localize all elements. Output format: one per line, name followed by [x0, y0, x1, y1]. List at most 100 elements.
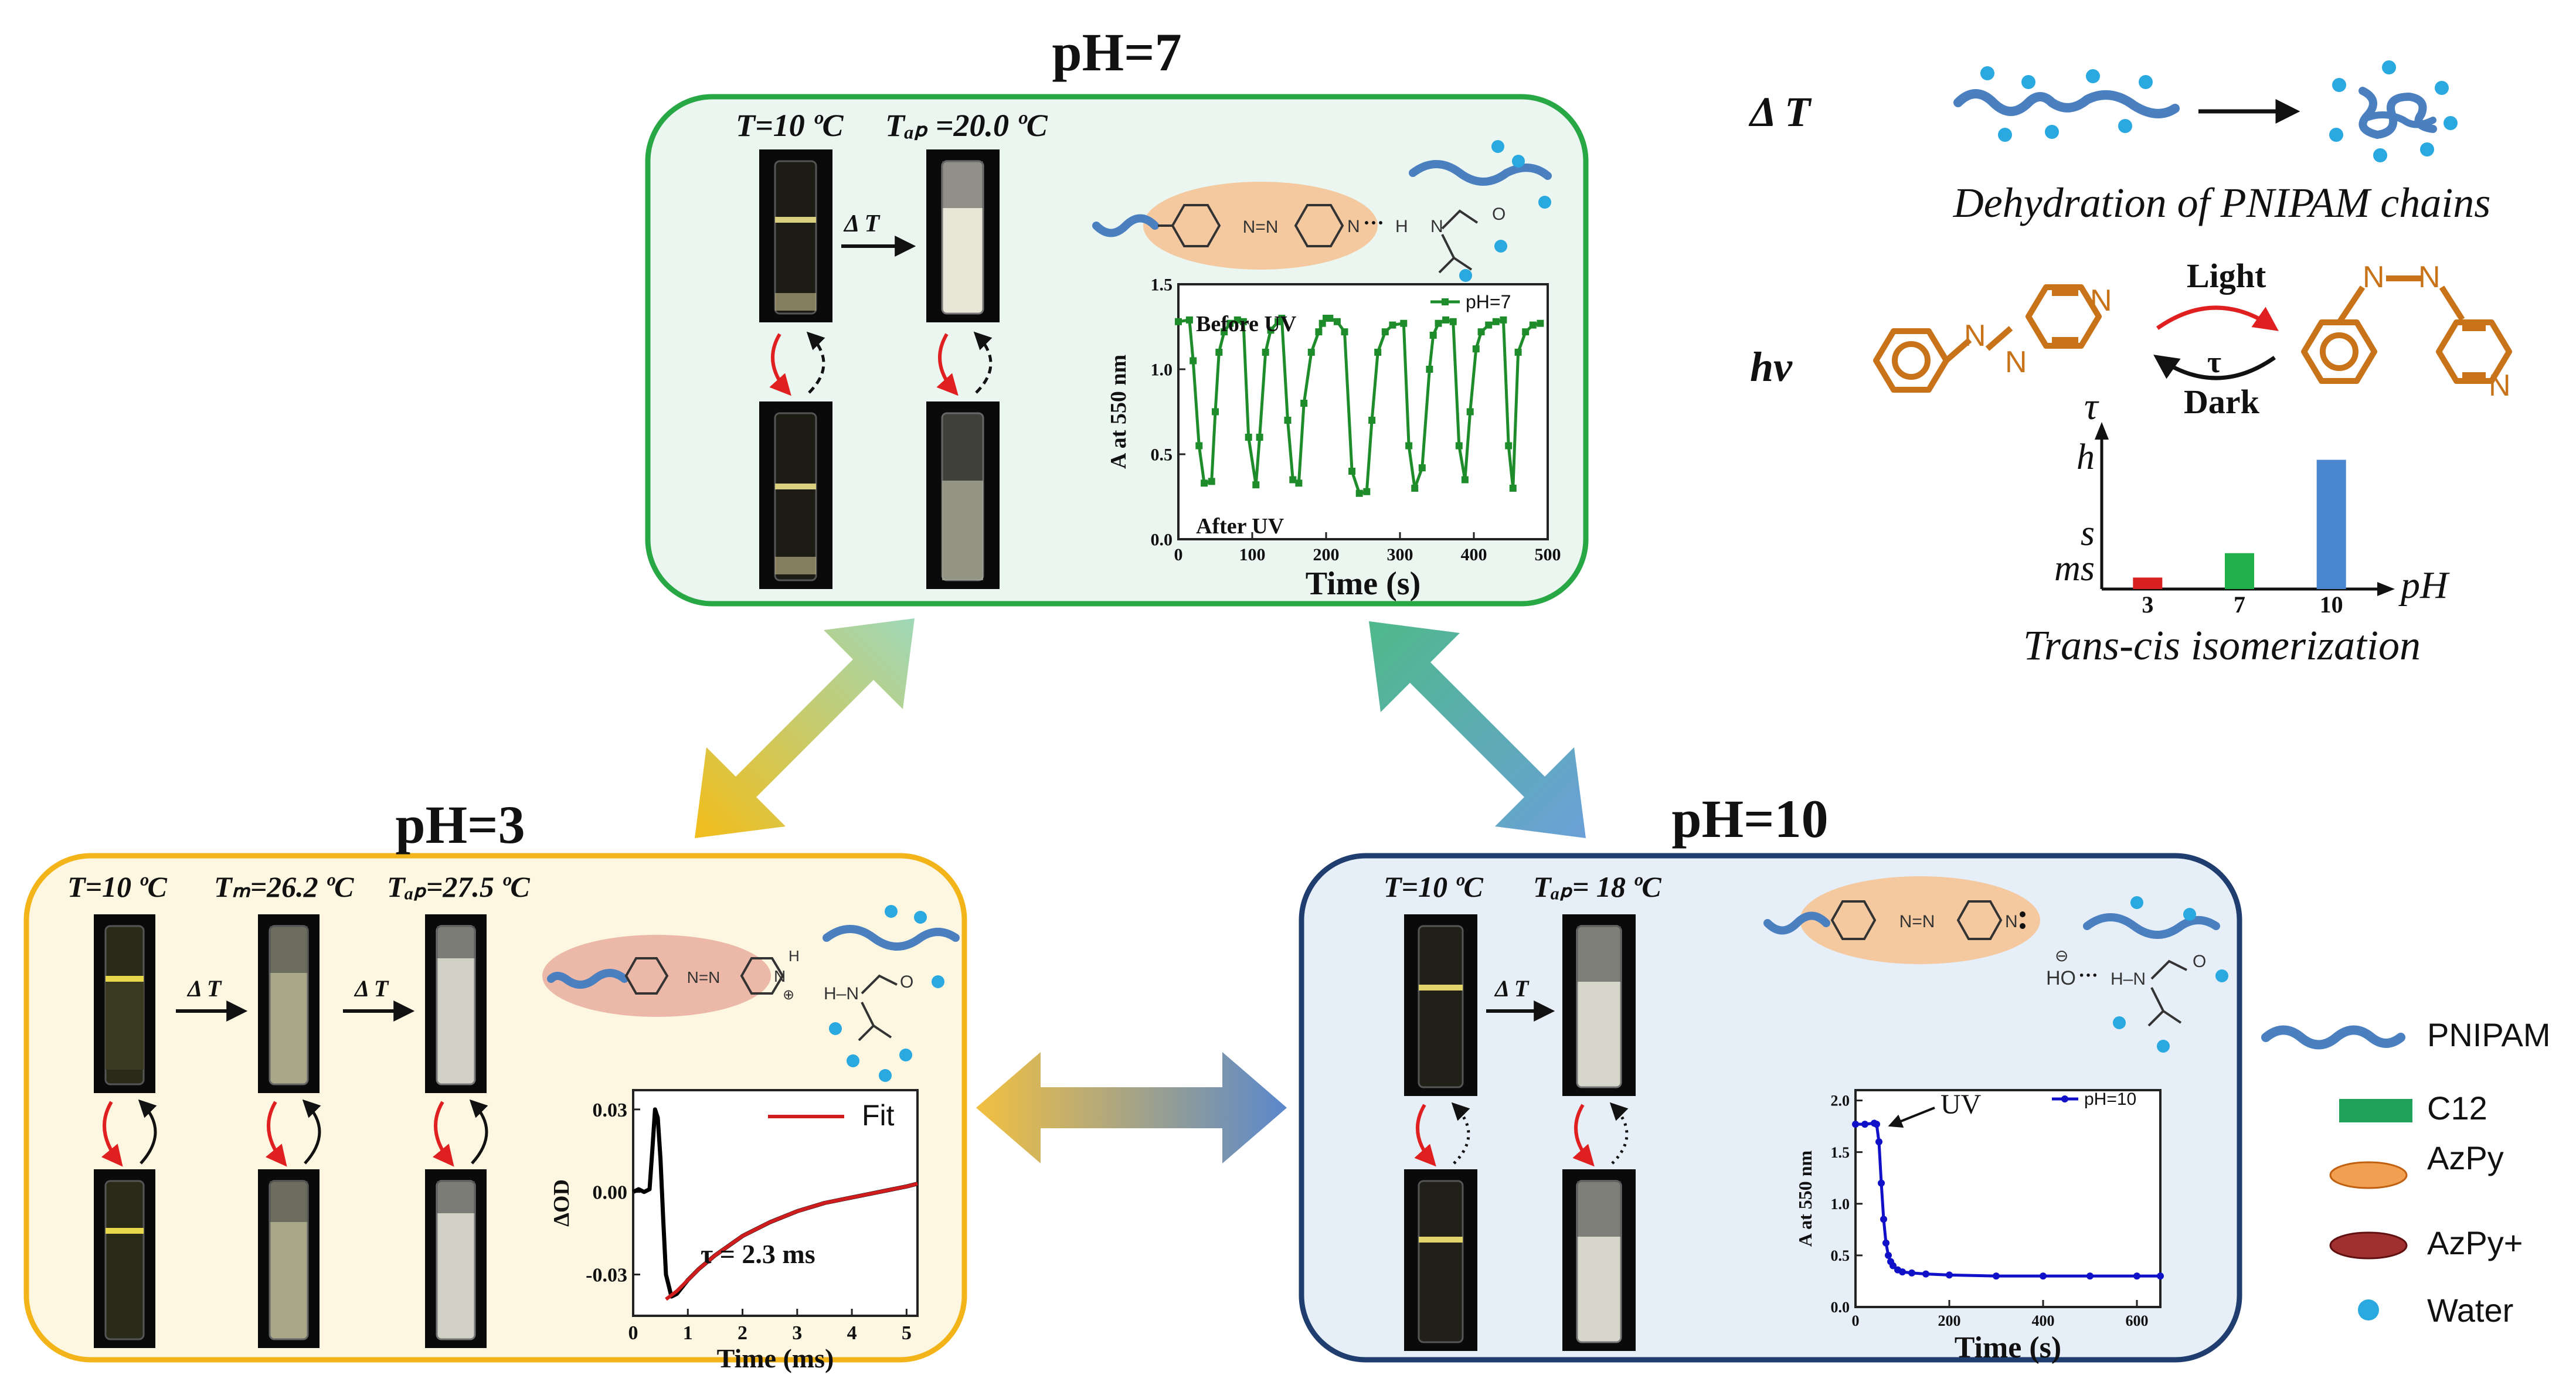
ph7-absorbance-series-0-point-56 — [1514, 349, 1522, 356]
ph3-transient-xlabel: Time (ms) — [717, 1343, 834, 1373]
tau-bar-3 — [2133, 577, 2163, 589]
svg-text:N: N — [2005, 912, 2018, 931]
ph10-absorbance-xlabel: Time (s) — [1955, 1331, 2061, 1364]
svg-text:Water: Water — [2427, 1292, 2513, 1329]
ph7-absorbance-series-0-point-19 — [1284, 417, 1292, 424]
trans-azopyridine — [1873, 284, 2102, 393]
tau-bar-7 — [2225, 553, 2254, 589]
ph7-absorbance-series-0-point-29 — [1341, 328, 1348, 336]
ph10-absorbance-series-0-point-3 — [1873, 1121, 1880, 1128]
delta-t-ph3-2: Δ T — [354, 975, 389, 1002]
ph3-transient-xtick-label-4: 4 — [847, 1322, 857, 1344]
molecule-ph10: N=N N ⊖ HO ··· H–N O — [1763, 876, 2228, 1053]
ph7-absorbance-series-0-point-3 — [1195, 442, 1203, 450]
ph7-absorbance-series-0-point-45 — [1449, 318, 1457, 325]
ph7-absorbance-ytick-label-1: 0.5 — [1151, 445, 1173, 465]
collapsed-chain — [2329, 60, 2458, 162]
panel-ph7: pH=7 T=10 ºC Tₐₚ =20.0 ºC Δ T — [645, 22, 1589, 607]
panel-title-ph7: pH=7 — [1052, 22, 1181, 82]
vial-ph7-2 — [926, 149, 1000, 322]
ph10-absorbance-series-0-point-5 — [1878, 1179, 1885, 1187]
ph7-absorbance-series-0-point-20 — [1289, 476, 1297, 484]
ph7-absorbance-ytick-label-0: 0.0 — [1151, 530, 1173, 550]
temp-label-ph10-2: Tₐₚ= 18 ºC — [1533, 870, 1661, 903]
light-label: Light — [2187, 257, 2266, 295]
tau-bar-10 — [2316, 460, 2346, 589]
cis-n3: N — [2489, 369, 2511, 403]
svg-text:AzPy+: AzPy+ — [2427, 1224, 2523, 1261]
double-arrow-ph7-ph10 — [1369, 621, 1586, 838]
ph10-absorbance-xtick-label-3: 600 — [2126, 1312, 2149, 1329]
ph7-absorbance-series-0-point-31 — [1355, 489, 1363, 497]
svg-text:C12: C12 — [2427, 1090, 2487, 1126]
ph10-absorbance-ytick-label-4: 2.0 — [1831, 1093, 1850, 1109]
tau-ytick-label-0: ms — [2054, 549, 2095, 588]
ph3-transient-ytick-label-2: 0.03 — [593, 1100, 628, 1121]
ph10-absorbance-series-0-point-19 — [2133, 1272, 2140, 1280]
chart-ph7-annot-before: Before UV — [1196, 312, 1297, 336]
trans-n3: N — [2090, 284, 2112, 318]
ph7-absorbance-series-0-point-16 — [1267, 326, 1275, 334]
arrow-ph7-uv-1 — [769, 333, 791, 396]
ph7-absorbance-series-0-point-9 — [1226, 319, 1234, 327]
arrow-light — [2156, 305, 2279, 331]
ph10-absorbance-series-0-point-20 — [2157, 1272, 2164, 1280]
panel-title-ph3: pH=3 — [395, 795, 525, 855]
tau-ylabel: τ — [2084, 385, 2099, 428]
ph7-absorbance-series-0-point-36 — [1389, 321, 1396, 329]
ph7-absorbance-series-0-point-43 — [1435, 319, 1442, 327]
ph10-absorbance-series-0-point-4 — [1875, 1138, 1882, 1146]
trans-n1: N — [1964, 319, 1986, 353]
right-info-panel: Δ T Dehydration of PNIPAM chains hv — [1748, 60, 2512, 669]
vial-ph3-2 — [258, 914, 320, 1093]
tau-xlabel: pH — [2398, 564, 2450, 607]
panel-ph10: pH=10 T=10 ºC Tₐₚ= 18 ºC Δ T — [1299, 789, 2242, 1364]
ph7-absorbance-xlabel: Time (s) — [1306, 566, 1421, 602]
temp-label-ph3-2: Tₘ=26.2 ºC — [214, 870, 354, 903]
ph7-absorbance-xtick-label-2: 200 — [1313, 545, 1340, 564]
ph7-absorbance-series-0-point-48 — [1466, 408, 1474, 416]
ph7-absorbance-series-0-point-53 — [1500, 316, 1507, 324]
tau-ytick-label-1: s — [2081, 513, 2095, 553]
molecule-ph3: N=N N H ⊕ H–N O — [542, 905, 960, 1082]
svg-text:O: O — [2193, 952, 2206, 971]
tau-arrow-label: τ — [2207, 346, 2221, 379]
dehydration-caption: Dehydration of PNIPAM chains — [1953, 179, 2491, 226]
vial-ph10-3 — [1404, 1169, 1477, 1351]
ph10-absorbance-ytick-label-0: 0.0 — [1831, 1299, 1850, 1316]
molecule-ph7: N=N N ··· H N O — [1092, 140, 1552, 282]
panel-ph3: pH=3 T=10 ºC Tₘ=26.2 ºC Tₐₚ=27.5 ºC — [23, 795, 967, 1373]
vial-ph10-1 — [1404, 914, 1477, 1096]
ph7-absorbance-series-0-point-1 — [1185, 316, 1193, 324]
ph7-absorbance-xtick-label-4: 400 — [1461, 545, 1487, 564]
arrow-ph10-dark-1 — [1451, 1102, 1470, 1165]
ph3-transient-ytick-label-0: -0.03 — [586, 1264, 627, 1286]
vial-ph10-4 — [1562, 1169, 1636, 1351]
ph7-absorbance-ylabel: A at 550 nm — [1106, 355, 1131, 469]
ph7-absorbance-series-0-point-28 — [1333, 318, 1341, 325]
ph7-absorbance-xtick-label-5: 500 — [1535, 545, 1561, 564]
ph10-absorbance-series-0-point-17 — [2040, 1272, 2047, 1280]
svg-text:N: N — [774, 967, 786, 985]
cis-azopyridine — [2301, 275, 2512, 384]
svg-text:H: H — [1395, 217, 1408, 236]
ph7-absorbance-series-0-point-57 — [1522, 328, 1530, 336]
chart-ph7-legend: pH=7 — [1466, 291, 1511, 312]
ph7-absorbance-series-0-point-18 — [1278, 315, 1286, 322]
tau-xtick-label-0: 3 — [2142, 591, 2153, 618]
svg-text:···: ··· — [1363, 211, 1384, 234]
ph10-absorbance-series-0-point-15 — [1946, 1271, 1953, 1279]
arrow-ph3-dark-2 — [302, 1099, 321, 1165]
bar-chart-caption: Trans-cis isomerization — [2023, 622, 2421, 669]
ph7-absorbance-series-0-point-35 — [1381, 328, 1389, 336]
ph7-absorbance-xtick-label-3: 300 — [1387, 545, 1413, 564]
ph10-absorbance-xtick-label-1: 200 — [1938, 1312, 1961, 1329]
ph7-absorbance-series-0-point-47 — [1461, 476, 1469, 484]
vial-ph7-4 — [926, 401, 1000, 589]
ph10-absorbance-series-0-point-1 — [1861, 1121, 1868, 1128]
temp-label-ph3-1: T=10 ºC — [67, 870, 168, 903]
legend-item-water: Water — [2358, 1292, 2513, 1329]
vial-ph10-2 — [1562, 914, 1636, 1096]
